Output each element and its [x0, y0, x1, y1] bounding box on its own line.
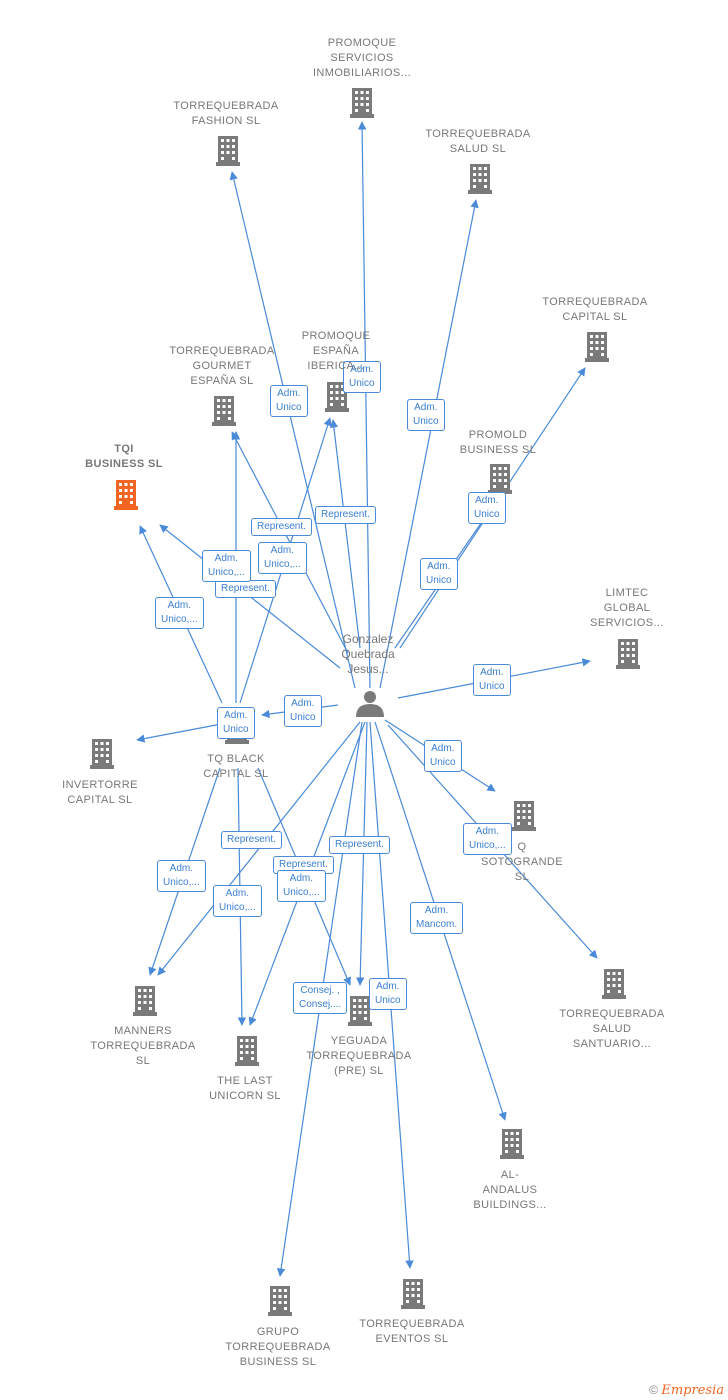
node-label-tqi-business[interactable]: TQI BUSINESS SL [85, 443, 163, 470]
building-icon[interactable] [401, 1279, 425, 1309]
building-icon[interactable] [488, 464, 512, 494]
edge-label[interactable]: Adm. Unico [270, 385, 308, 417]
edge-label[interactable]: Represent. [251, 518, 312, 536]
edge-label[interactable]: Adm. Unico [217, 707, 255, 739]
building-icon[interactable] [350, 88, 374, 118]
footer: © Empresia [649, 1383, 724, 1398]
node-label-tq-sotogrande[interactable]: Q SOTOGRANDE SL [480, 841, 564, 883]
edge-label[interactable]: Adm. Unico,... [277, 870, 326, 902]
edge-label[interactable]: Adm. Unico,... [155, 597, 204, 629]
node-label-manners-torrequebrada[interactable]: MANNERS TORREQUEBRADA SL [90, 1025, 196, 1067]
node-label-tq-black-capital[interactable]: TQ BLACK CAPITAL SL [203, 753, 269, 780]
edge-tq-black-capital-to-invertorre-capital [136, 721, 233, 743]
building-icon[interactable] [585, 332, 609, 362]
edge-label[interactable]: Represent. [221, 831, 282, 849]
edge-center-to-torrequebrada-fashion [229, 171, 356, 689]
node-label-torrequebrada-fashion[interactable]: TORREQUEBRADA FASHION SL [173, 100, 279, 127]
edge-label[interactable]: Adm. Unico,... [463, 823, 512, 855]
edge-label[interactable]: Adm. Unico,... [157, 860, 206, 892]
focus-building-icon[interactable] [114, 480, 138, 510]
node-label-torrequebrada-capital[interactable]: TORREQUEBRADA CAPITAL SL [542, 296, 648, 323]
edge-label[interactable]: Adm. Unico [284, 695, 322, 727]
node-label-invertorre-capital[interactable]: INVERTORRE CAPITAL SL [62, 779, 138, 806]
edge-label[interactable]: Adm. Unico [343, 361, 381, 393]
building-icon[interactable] [268, 1286, 292, 1316]
building-icon[interactable] [512, 801, 536, 831]
node-label-grupo-torrequebrada[interactable]: GRUPO TORREQUEBRADA BUSINESS SL [225, 1326, 331, 1368]
node-label-promold-business[interactable]: PROMOLD BUSINESS SL [459, 429, 537, 456]
edge-label[interactable]: Adm. Unico [473, 664, 511, 696]
node-label-promoque-espana[interactable]: PROMOQUE ESPAÑA IBERICA... [301, 330, 371, 372]
node-label-yeguada-torrequebrada[interactable]: YEGUADA TORREQUEBRADA (PRE) SL [306, 1035, 412, 1077]
edge-center-to-promoque-servicios [357, 121, 371, 689]
building-icon[interactable] [602, 969, 626, 999]
building-icon[interactable] [216, 136, 240, 166]
edge-label[interactable]: Adm. Mancom. [410, 902, 464, 934]
building-icon[interactable] [133, 986, 157, 1016]
building-icon[interactable] [90, 739, 114, 769]
edge-label[interactable]: Represent. [329, 836, 390, 854]
node-label-promoque-servicios[interactable]: PROMOQUE SERVICIOS INMOBILIARIOS... [312, 37, 412, 79]
node-label-the-last-unicorn[interactable]: THE LAST UNICORN SL [209, 1075, 281, 1102]
edge-label[interactable]: Represent. [215, 580, 276, 598]
edge-label[interactable]: Adm. Unico [369, 978, 407, 1010]
icons-layer [90, 88, 640, 1316]
building-icon[interactable] [212, 396, 236, 426]
person-icon[interactable] [356, 691, 384, 717]
node-label-torrequebrada-salud[interactable]: TORREQUEBRADA SALUD SL [425, 128, 531, 155]
edge-label[interactable]: Adm. Unico,... [213, 885, 262, 917]
node-label-torrequebrada-eventos[interactable]: TORREQUEBRADA EVENTOS SL [359, 1318, 465, 1345]
copyright-symbol: © [649, 1383, 659, 1397]
node-label-limtec-global[interactable]: LIMTEC GLOBAL SERVICIOS... [590, 587, 664, 629]
edge-center-to-torrequebrada-salud [379, 199, 479, 689]
edge-label[interactable]: Consej. , Consej.... [293, 982, 348, 1014]
edge-label[interactable]: Adm. Unico,... [258, 542, 307, 574]
center-person-label[interactable]: Gonzalez Quebrada Jesus... [341, 632, 395, 676]
edge-label[interactable]: Adm. Unico [468, 492, 506, 524]
node-label-torrequebrada-gourmet[interactable]: TORREQUEBRADA GOURMET ESPAÑA SL [169, 345, 275, 387]
building-icon[interactable] [616, 639, 640, 669]
edge-label[interactable]: Represent. [315, 506, 376, 524]
node-label-torrequebrada-salud-santuario[interactable]: TORREQUEBRADA SALUD SANTUARIO... [559, 1008, 665, 1050]
edge-label[interactable]: Adm. Unico [424, 740, 462, 772]
building-icon[interactable] [500, 1129, 524, 1159]
edge-center-to-promoque-espana [329, 419, 361, 649]
building-icon[interactable] [235, 1036, 259, 1066]
building-icon[interactable] [468, 164, 492, 194]
brand-logo[interactable]: Empresia [661, 1383, 724, 1398]
edge-label[interactable]: Adm. Unico,... [202, 550, 251, 582]
edge-label[interactable]: Adm. Unico [407, 399, 445, 431]
node-label-al-andalus-buildings[interactable]: AL- ANDALUS BUILDINGS... [473, 1169, 547, 1211]
edge-label[interactable]: Adm. Unico [420, 558, 458, 590]
